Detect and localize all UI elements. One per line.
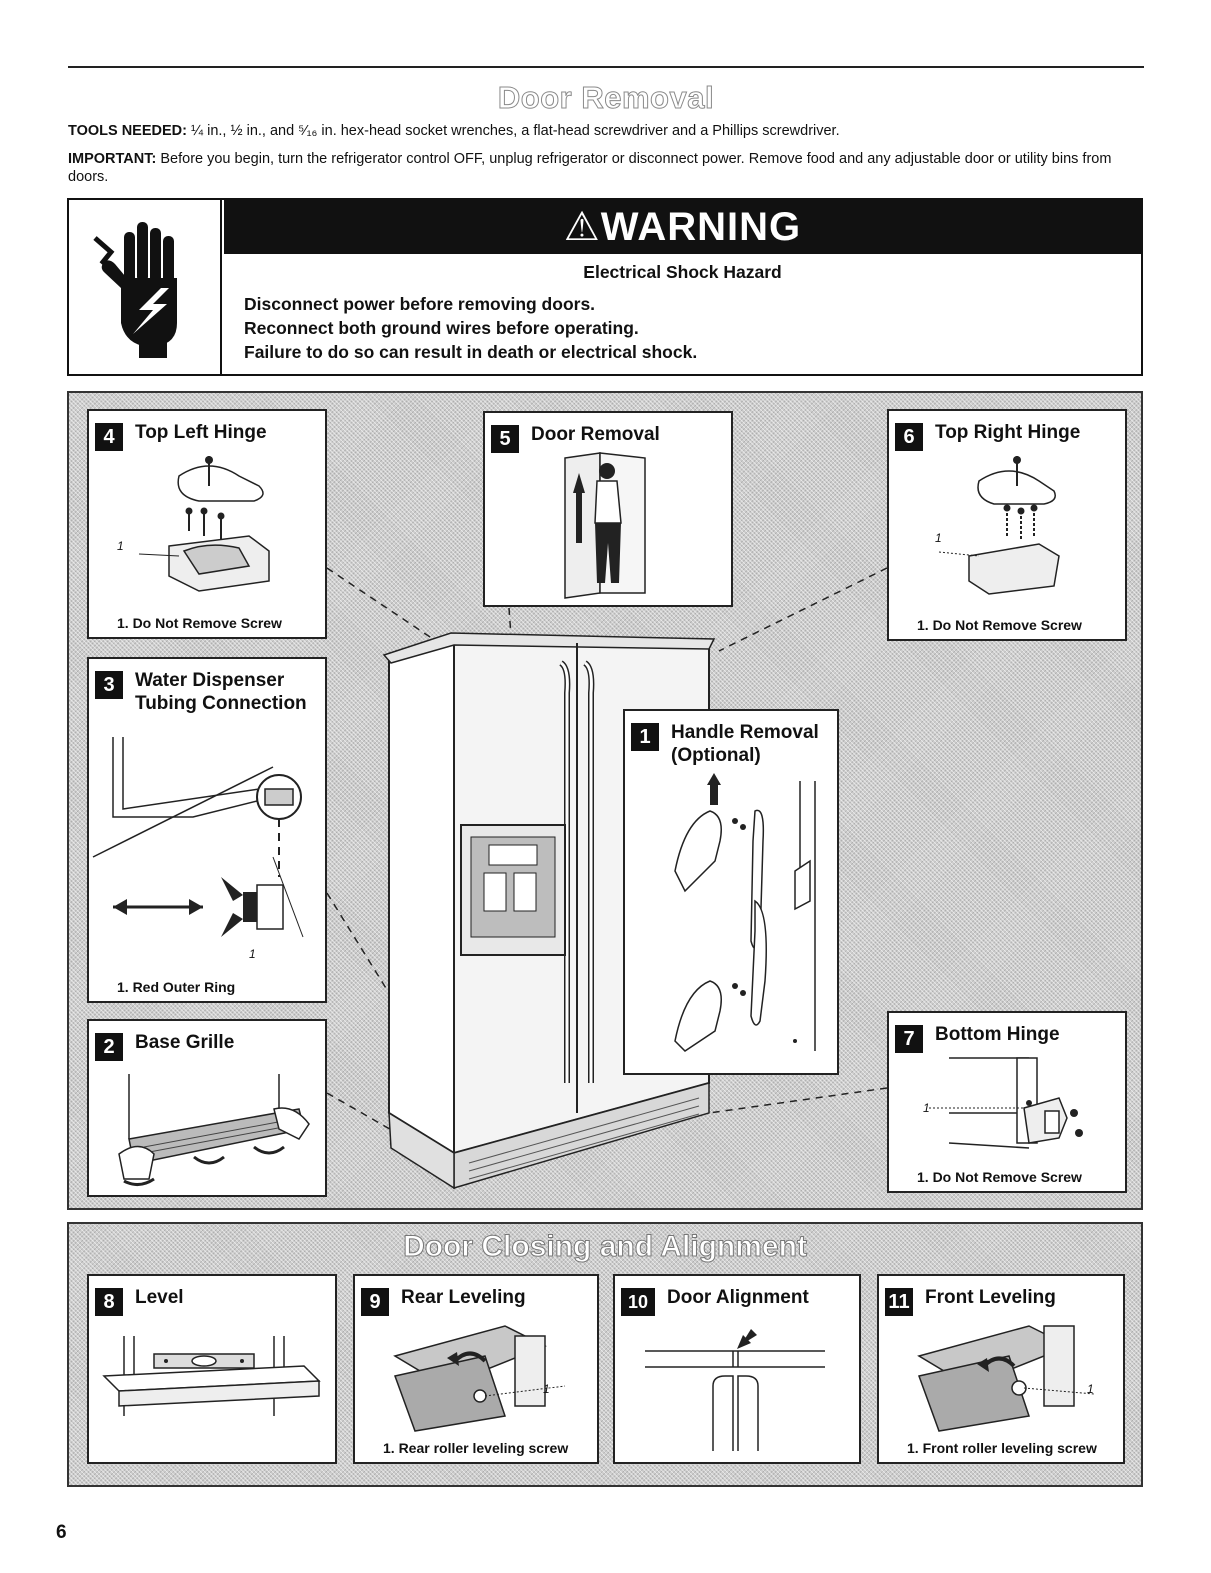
step-number: 7 xyxy=(895,1025,923,1053)
step-9-rear-leveling: 9 Rear Leveling 1 1. Rear roller levelin… xyxy=(353,1274,599,1464)
step-number: 11 xyxy=(885,1288,913,1316)
step-2-base-grille: 2 Base Grille xyxy=(87,1019,327,1197)
electrical-shock-hand-icon xyxy=(93,222,177,358)
warning-box: ⚠WARNING Electrical Shock Hazard Disconn… xyxy=(67,198,1143,376)
warning-heading: WARNING xyxy=(600,205,802,249)
door-closing-alignment-panel: Door Closing and Alignment 8 Level 9 Rea… xyxy=(67,1222,1143,1487)
warning-subheading: Electrical Shock Hazard xyxy=(583,262,782,282)
top-rule xyxy=(68,66,1144,68)
step-8-level: 8 Level xyxy=(87,1274,337,1464)
step-caption: 1. Rear roller leveling screw xyxy=(383,1440,569,1456)
tools-label: TOOLS NEEDED: xyxy=(68,123,187,139)
step-number: 3 xyxy=(95,671,123,699)
step-title-line-1: Water Dispenser xyxy=(135,670,285,691)
step-title: Base Grille xyxy=(135,1032,235,1053)
door-alignment-illustration xyxy=(645,1329,825,1451)
step-caption: 1. Red Outer Ring xyxy=(117,979,236,995)
hinge-illustration xyxy=(138,456,270,592)
step-11-front-leveling: 11 Front Leveling 1 1. Front roller leve… xyxy=(877,1274,1125,1464)
callout-label: 1 xyxy=(923,1101,930,1115)
callout-label: 1 xyxy=(117,539,124,553)
step-3-water-dispenser-tubing: 3 Water Dispenser Tubing Connection 1 1.… xyxy=(87,657,327,1003)
step-title: Top Right Hinge xyxy=(935,422,1081,443)
step-7-bottom-hinge: 7 Bottom Hinge 1 1. Do Not Remove Screw xyxy=(887,1011,1127,1193)
callout-label: 1 xyxy=(935,531,942,545)
base-grille-illustration xyxy=(118,1074,310,1186)
callout-label: 1 xyxy=(1087,1382,1094,1396)
step-number: 1 xyxy=(631,723,659,751)
step-caption: 1. Do Not Remove Screw xyxy=(917,1169,1082,1185)
callout-label: 1 xyxy=(249,947,256,961)
step-title: Door Removal xyxy=(531,424,660,445)
handle-removal-illustration xyxy=(674,773,816,1052)
front-leveling-illustration xyxy=(917,1325,1095,1432)
person-lifting-door-illustration xyxy=(564,452,646,599)
step-title: Top Left Hinge xyxy=(135,422,267,443)
step-number: 8 xyxy=(95,1288,123,1316)
warning-line-1: Disconnect power before removing doors. xyxy=(244,294,596,314)
important-text: Before you begin, turn the refrigerator … xyxy=(68,151,1112,185)
step-1-handle-removal: 1 Handle Removal (Optional) xyxy=(623,709,839,1075)
warning-line-2: Reconnect both ground wires before opera… xyxy=(244,318,639,338)
step-5-door-removal: 5 Door Removal xyxy=(483,411,733,607)
step-caption: 1. Front roller leveling screw xyxy=(907,1440,1097,1456)
important-note: IMPORTANT: Before you begin, turn the re… xyxy=(68,150,1148,186)
warning-line-3: Failure to do so can result in death or … xyxy=(244,342,698,362)
step-title: Door Alignment xyxy=(667,1287,809,1308)
tubing-connection-illustration xyxy=(92,737,304,938)
step-title: Bottom Hinge xyxy=(935,1024,1060,1045)
step-caption: 1. Do Not Remove Screw xyxy=(917,617,1082,633)
step-number: 9 xyxy=(361,1288,389,1316)
step-caption: 1. Do Not Remove Screw xyxy=(117,615,282,631)
step-title-line-1: Handle Removal xyxy=(671,722,819,743)
step-number: 4 xyxy=(95,423,123,451)
step-title-line-2: Tubing Connection xyxy=(135,693,307,714)
step-title: Level xyxy=(135,1287,184,1308)
hinge-illustration xyxy=(938,456,1060,595)
step-10-door-alignment: 10 Door Alignment xyxy=(613,1274,861,1464)
tools-needed: TOOLS NEEDED: ¼ in., ½ in., and ⁵⁄₁₆ in.… xyxy=(68,122,1148,140)
step-6-top-right-hinge: 6 Top Right Hinge 1 1. Do Not Remove Scr… xyxy=(887,409,1127,641)
rear-leveling-illustration xyxy=(393,1325,566,1432)
step-number: 2 xyxy=(95,1033,123,1061)
tools-text: ¼ in., ½ in., and ⁵⁄₁₆ in. hex-head sock… xyxy=(186,123,840,139)
page-number: 6 xyxy=(56,1522,67,1543)
step-4-top-left-hinge: 4 Top Left Hinge 1 1. Do Not Remove Scre… xyxy=(87,409,327,639)
page-title: Door Removal xyxy=(497,80,715,116)
step-number: 6 xyxy=(895,423,923,451)
bottom-hinge-illustration xyxy=(929,1057,1083,1149)
step-title: Front Leveling xyxy=(925,1287,1056,1308)
warning-icon-cell xyxy=(69,200,222,374)
step-number: 5 xyxy=(491,425,519,453)
door-removal-diagram-panel: 4 Top Left Hinge 1 1. Do Not Remove Scre… xyxy=(67,391,1143,1210)
step-title-line-2: (Optional) xyxy=(671,745,761,766)
section-title: Door Closing and Alignment xyxy=(403,1230,808,1264)
level-tool-illustration xyxy=(102,1336,321,1416)
important-label: IMPORTANT: xyxy=(68,151,157,167)
step-number: 10 xyxy=(621,1288,655,1316)
step-title: Rear Leveling xyxy=(401,1287,526,1308)
warning-banner: ⚠WARNING xyxy=(224,200,1141,254)
callout-label: 1 xyxy=(543,1382,550,1396)
